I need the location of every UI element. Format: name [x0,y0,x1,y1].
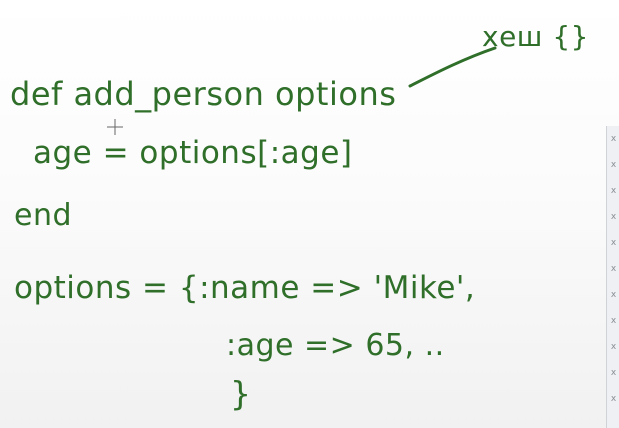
close-icon[interactable]: x [610,212,617,222]
close-icon[interactable]: x [610,264,617,274]
side-panel[interactable]: x x x x x x x x x x x [606,126,619,428]
close-icon[interactable]: x [610,186,617,196]
crosshair-cursor-icon [107,119,123,135]
close-icon[interactable]: x [610,238,617,248]
close-icon[interactable]: x [610,368,617,378]
code-line-closing-brace: } [230,374,252,413]
code-line-def: def add_person options [10,75,397,113]
code-line-options-hash: options = {:name => 'Mike', [14,270,476,306]
code-line-end: end [14,198,73,233]
close-icon[interactable]: x [610,134,617,144]
code-line-age-pair: :age => 65, .. [226,328,445,363]
close-icon[interactable]: x [610,342,617,352]
close-icon[interactable]: x [610,160,617,170]
code-line-age: age = options[:age] [33,135,353,171]
close-icon[interactable]: x [610,394,617,404]
close-icon[interactable]: x [610,316,617,326]
close-icon[interactable]: x [610,290,617,300]
